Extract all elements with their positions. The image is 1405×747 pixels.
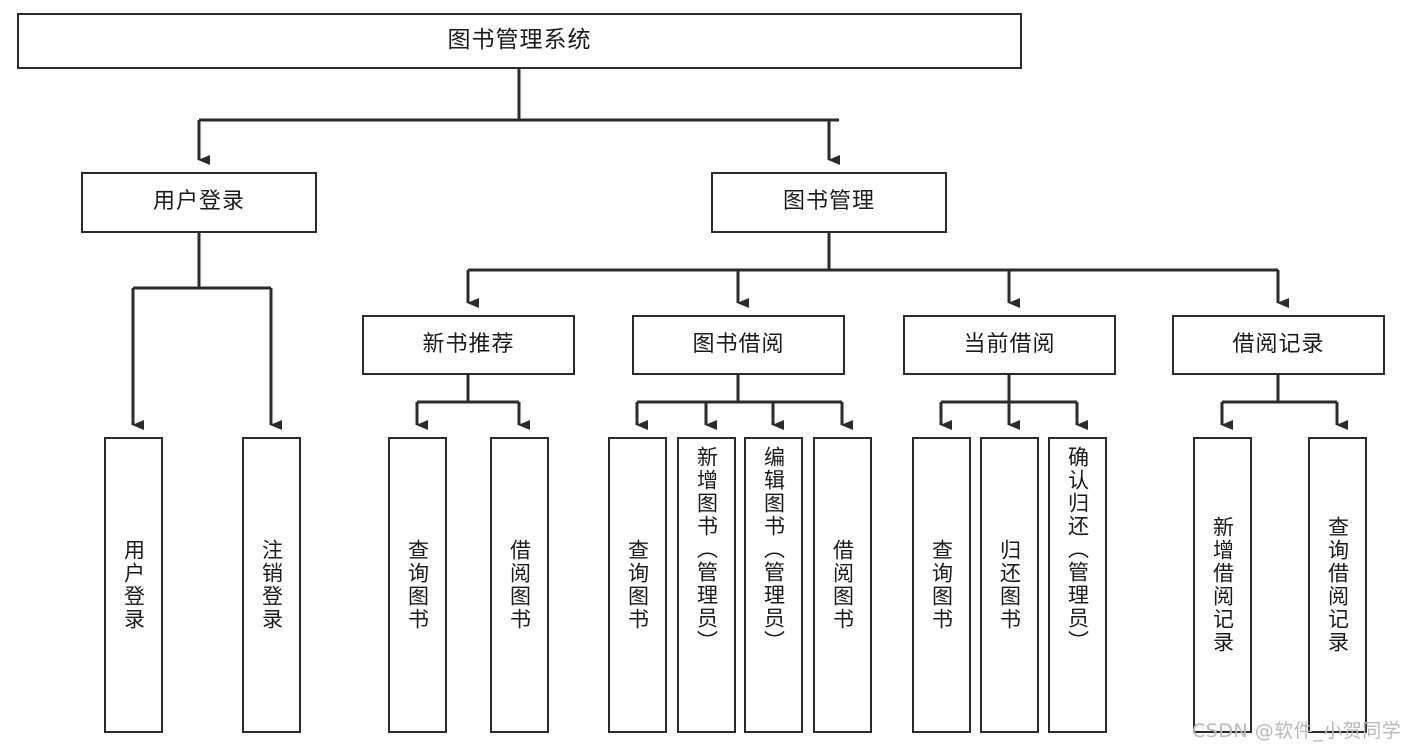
leaf-label: 归还图书: [997, 539, 1022, 631]
node-user-login[interactable]: 用户登录: [81, 172, 317, 233]
leaf-query-borrow-record[interactable]: 查询借阅记录: [1308, 437, 1367, 733]
leaf-label: 确认归还（管理员）: [1065, 446, 1090, 653]
leaf-label: 借阅图书: [507, 539, 532, 631]
leaf-query-book-borrow[interactable]: 查询图书: [608, 437, 667, 733]
node-root-book-management-system[interactable]: 图书管理系统: [17, 13, 1022, 69]
leaf-borrow-book[interactable]: 借阅图书: [813, 437, 872, 733]
leaf-label: 新增借阅记录: [1210, 516, 1235, 654]
leaf-logout-login[interactable]: 注销登录: [242, 437, 301, 733]
leaf-label: 查询图书: [405, 539, 430, 631]
leaf-label: 用户登录: [121, 539, 146, 631]
leaf-confirm-return-admin[interactable]: 确认归还（管理员）: [1048, 437, 1107, 733]
node-label: 图书管理: [782, 189, 875, 215]
node-label: 用户登录: [152, 189, 245, 215]
node-book-management[interactable]: 图书管理: [711, 172, 947, 233]
node-new-book-recommend[interactable]: 新书推荐: [362, 315, 575, 375]
node-current-borrow[interactable]: 当前借阅: [903, 315, 1116, 375]
leaf-label: 新增图书（管理员）: [694, 446, 719, 653]
leaf-label: 借阅图书: [830, 539, 855, 631]
leaf-query-book-current[interactable]: 查询图书: [912, 437, 971, 733]
leaf-add-book-admin[interactable]: 新增图书（管理员）: [677, 437, 736, 733]
node-book-borrow[interactable]: 图书借阅: [632, 315, 845, 375]
csdn-watermark: CSDN @软件_小贺同学: [1192, 720, 1402, 742]
node-borrow-record[interactable]: 借阅记录: [1172, 315, 1385, 375]
node-label: 新书推荐: [422, 331, 515, 357]
leaf-user-login[interactable]: 用户登录: [104, 437, 163, 733]
leaf-edit-book-admin[interactable]: 编辑图书（管理员）: [744, 437, 803, 733]
leaf-return-book[interactable]: 归还图书: [980, 437, 1039, 733]
leaf-label: 编辑图书（管理员）: [761, 446, 786, 653]
leaf-label: 注销登录: [259, 539, 284, 631]
leaf-add-borrow-record[interactable]: 新增借阅记录: [1193, 437, 1252, 733]
node-label: 图书管理系统: [447, 27, 592, 54]
node-label: 当前借阅: [963, 331, 1056, 357]
leaf-borrow-book-recommend[interactable]: 借阅图书: [490, 437, 549, 733]
node-label: 借阅记录: [1232, 331, 1325, 357]
leaf-label: 查询借阅记录: [1325, 516, 1350, 654]
leaf-label: 查询图书: [625, 539, 650, 631]
leaf-label: 查询图书: [929, 539, 954, 631]
node-label: 图书借阅: [692, 331, 785, 357]
leaf-query-book-recommend[interactable]: 查询图书: [388, 437, 447, 733]
